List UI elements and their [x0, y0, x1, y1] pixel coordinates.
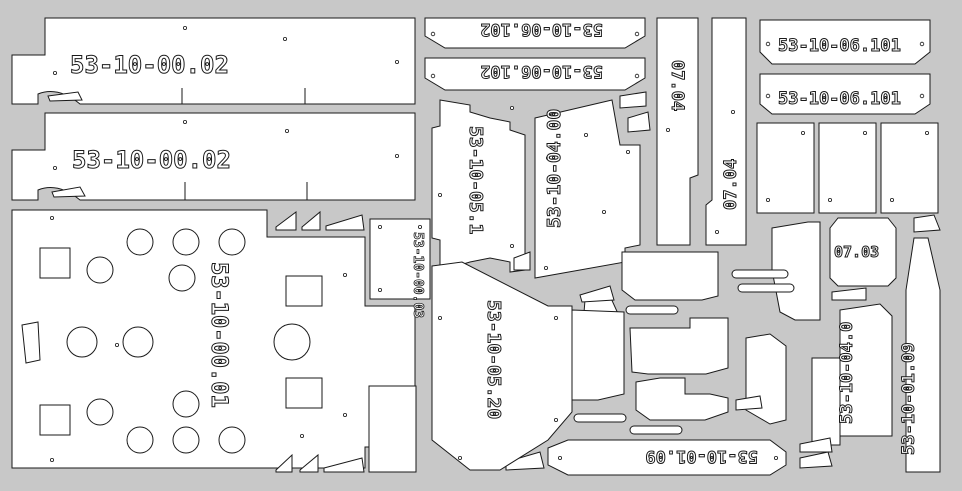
part-strip-b: 07.04 — [705, 17, 747, 246]
label-frame-side-a: 53-10-00.02 — [70, 51, 229, 79]
label-bottom-strip: 53-10-01.09 — [645, 446, 758, 466]
label-bracket-c: 53-10-06.101 — [778, 36, 901, 56]
label-top-plate: 53-10-05.1 — [465, 126, 486, 234]
label-small-plate: 53-10-00.03 — [410, 232, 425, 318]
part-strip-a: 07.04 — [656, 17, 699, 246]
part-bracket-b: 53-10-06.102 — [424, 57, 646, 91]
part-bracket-a: 53-10-06.102 — [424, 17, 646, 49]
label-strip-b: 07.04 — [721, 159, 741, 210]
part-right-plate: 53-10-04.0 — [837, 321, 858, 424]
part-side-plate: 53-10-04.00 — [534, 99, 641, 279]
label-base-plate: 53-10-00.01 — [206, 262, 231, 408]
label-bracket-a: 53-10-06.102 — [480, 19, 603, 39]
part-frame-side-b: 53-10-00.02 — [11, 112, 416, 201]
part-bracket-d: 53-10-06.101 — [759, 73, 931, 115]
label-bracket-b: 53-10-06.102 — [480, 61, 603, 81]
label-square-part: 07.03 — [834, 243, 879, 261]
label-side-plate: 53-10-04.00 — [544, 109, 565, 228]
part-top-plate: 53-10-05.1 — [431, 99, 526, 273]
part-base-plate: 53-10-00.01 — [11, 209, 416, 469]
part-square: 07.03 — [829, 217, 897, 287]
part-small-rect — [368, 385, 417, 473]
label-right-strip: 53-10-01.09 — [899, 342, 919, 455]
label-strip-a: 07.04 — [667, 60, 687, 111]
label-lower-plate: 53-10-05.20 — [483, 300, 504, 419]
label-right-plate: 53-10-04.0 — [837, 322, 857, 424]
part-small-plate: 53-10-00.03 — [369, 218, 431, 318]
three-panels — [756, 122, 939, 214]
label-frame-side-b: 53-10-00.02 — [72, 146, 231, 174]
label-bracket-d: 53-10-06.101 — [778, 89, 901, 109]
part-bracket-c: 53-10-06.101 — [759, 19, 931, 65]
part-bottom-strip: 53-10-01.09 — [547, 439, 787, 476]
small-tabs — [275, 210, 365, 473]
part-right-strip: 53-10-01.09 — [899, 237, 941, 473]
mid-parts — [505, 91, 941, 471]
part-frame-side-a: 53-10-00.02 — [11, 17, 416, 105]
part-lower-plate: 53-10-05.20 — [431, 261, 573, 471]
